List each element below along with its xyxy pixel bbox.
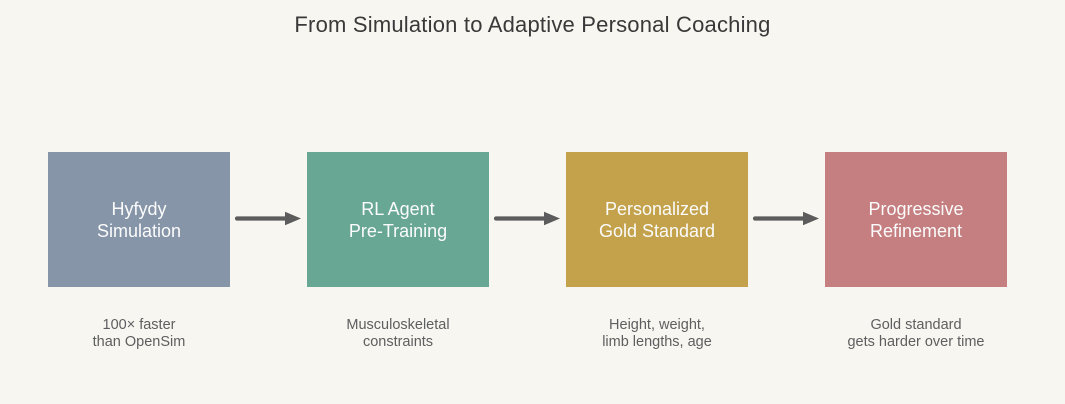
stage-label: Personalized Gold Standard (598, 198, 716, 241)
stage-box-progressive-refinement: Progressive Refinement (825, 152, 1007, 287)
stage-box-rl-agent-pre-training: RL Agent Pre-Training (307, 152, 489, 287)
arrow-right-icon (493, 211, 560, 226)
stage-box-personalized-gold-standard: Personalized Gold Standard (566, 152, 748, 287)
stage-label: RL Agent Pre-Training (348, 198, 448, 241)
stage-label: Progressive Refinement (868, 198, 964, 241)
arrow-right-icon (752, 211, 819, 226)
stage-box-hyfydy-simulation: Hyfydy Simulation (48, 152, 230, 287)
arrow-head (285, 211, 301, 226)
stage-caption-progressive-refinement: Gold standard gets harder over time (847, 317, 985, 350)
stage-caption-hyfydy-simulation: 100× faster than OpenSim (92, 317, 186, 350)
stage-caption-rl-agent-pre-training: Musculoskeletal constraints (346, 317, 450, 350)
arrow-head (544, 211, 560, 226)
stage-caption-personalized-gold-standard: Height, weight, limb lengths, age (602, 317, 712, 350)
diagram-title: From Simulation to Adaptive Personal Coa… (294, 12, 771, 37)
arrow-head (803, 211, 819, 226)
arrow-right-icon (234, 211, 301, 226)
stage-label: Hyfydy Simulation (96, 198, 182, 241)
